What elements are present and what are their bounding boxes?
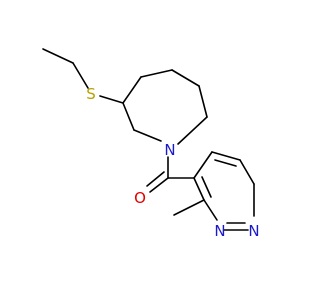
bond-carbonyl-o-b: [146, 171, 165, 187]
bond-c3-c4pyr-inner: [201, 176, 212, 198]
molecule-structure: S N O N N: [42, 48, 260, 240]
atom-label-pyridazine-nitrogen-1: N: [248, 222, 259, 240]
bond-carbonyl-o-a: [149, 177, 169, 193]
atom-label-pyridazine-nitrogen-2: N: [214, 222, 225, 240]
bond-c4-c5pyr: [193, 151, 213, 179]
bond-c6-n1pyr: [239, 159, 255, 185]
bond-c5-c6pyr-inner: [214, 159, 237, 167]
bond-c7-n1: [177, 116, 208, 145]
bond-n2-c3pyr: [203, 199, 218, 221]
atom-labels: S N O N N: [86, 85, 259, 240]
atom-label-azepane-nitrogen: N: [164, 141, 175, 159]
bond-s-c3: [99, 95, 124, 104]
bond-c4-c5: [140, 69, 173, 78]
bond-c3-c4pyr: [193, 177, 205, 201]
bond-ch2-s: [72, 62, 89, 89]
atom-label-carbonyl-oxygen: O: [134, 189, 146, 207]
bond-c3pyr-methyl: [173, 199, 205, 216]
bond-layer: [42, 48, 255, 231]
bond-c5-c6: [171, 69, 200, 87]
bond-ch3-ch2: [42, 48, 74, 64]
atom-label-sulfur: S: [86, 85, 96, 103]
bond-c6-c7: [198, 85, 208, 118]
bond-n1-c2: [133, 129, 162, 142]
bond-c3-c4: [122, 76, 142, 104]
bond-c5-c6pyr: [211, 151, 241, 161]
bond-c2-c3: [122, 102, 135, 131]
